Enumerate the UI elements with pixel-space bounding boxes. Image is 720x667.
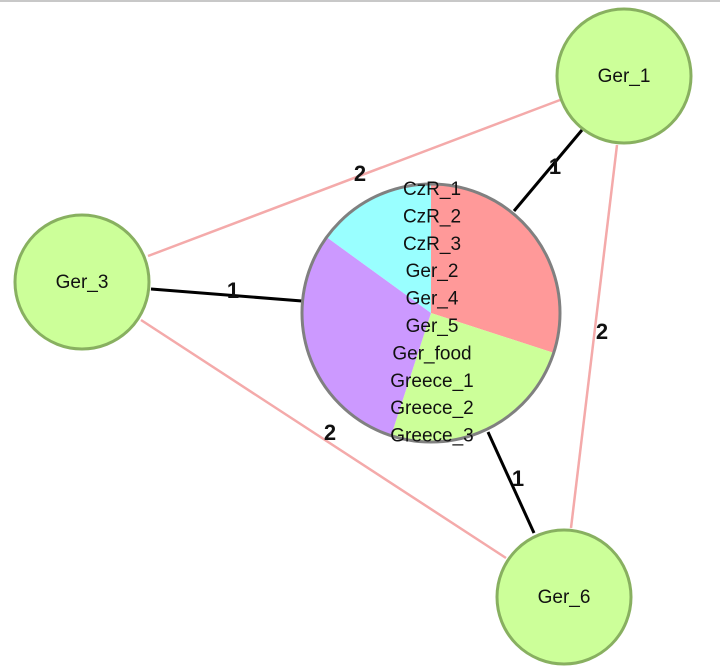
edge-label-center-ger6: 1 [512,466,524,491]
edge-label-ger1-ger3: 2 [354,161,366,186]
window-top-border [0,0,720,2]
center-cluster-slice-1 [431,183,560,353]
edge-center-ger3 [150,287,303,303]
center-cluster-member-label: Ger_2 [406,261,459,282]
edge-ger1-ger3 [147,98,561,258]
node-ger-1[interactable]: Ger_1 [555,7,693,145]
center-cluster-member-label: Ger_food [392,343,471,364]
center-cluster-member-label: CzR_2 [403,206,461,227]
center-cluster-slice-2 [391,313,554,442]
center-cluster-slice-3 [302,237,431,436]
center-cluster-members: CzR_1CzR_2CzR_3Ger_2Ger_4Ger_5Ger_foodGr… [390,179,473,447]
center-cluster-outline [300,182,562,444]
edge-label-ger3-ger6: 2 [324,420,336,445]
center-cluster[interactable] [300,182,562,444]
node-ger-6[interactable]: Ger_6 [495,528,633,666]
center-cluster-slice-4 [326,184,431,313]
node-ger-1-label: Ger_1 [598,66,651,87]
node-ger-3-label: Ger_3 [56,272,109,293]
center-cluster-member-label: Greece_1 [390,371,473,392]
center-cluster-member-label: Greece_2 [390,398,473,419]
node-ger-3[interactable]: Ger_3 [13,213,151,351]
edge-label-ger1-ger6: 2 [596,319,608,344]
center-cluster-member-label: CzR_3 [403,234,461,255]
center-cluster-member-label: CzR_1 [403,179,461,200]
center-cluster-member-label: Ger_4 [406,289,459,310]
edge-label-center-ger3: 1 [227,278,239,303]
edge-center-ger6 [486,431,536,534]
node-ger-6-label: Ger_6 [538,587,591,608]
center-cluster-member-label: Greece_3 [390,426,473,447]
edge-ger3-ger6 [140,318,507,560]
center-cluster-member-label: Ger_5 [406,316,459,337]
edge-center-ger1 [512,129,584,212]
edge-label-center-ger1: 1 [549,154,561,179]
edge-ger1-ger6 [569,144,619,529]
